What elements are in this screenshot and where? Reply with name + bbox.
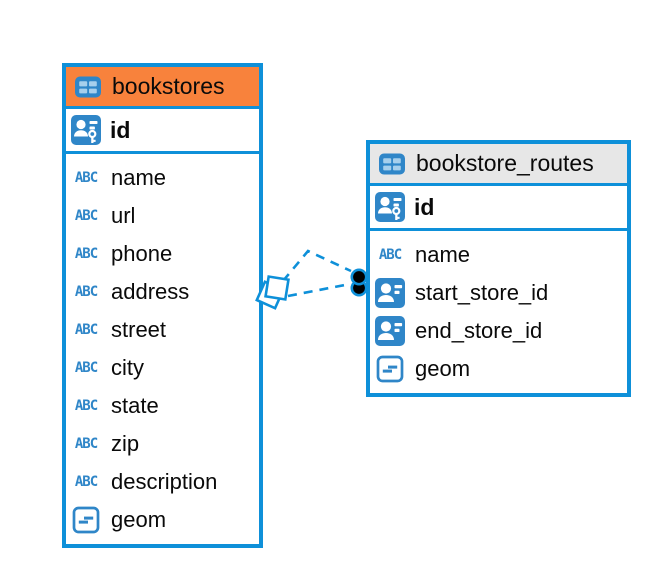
column-name: state	[111, 393, 159, 418]
column-row-start-store-id[interactable]: start_store_id	[375, 274, 622, 312]
text-type-icon: ABC	[74, 360, 98, 376]
reference-type-icon	[375, 278, 405, 308]
text-type-icon: ABC	[74, 246, 98, 262]
column-name: id	[414, 193, 435, 220]
geometry-type-icon	[375, 355, 405, 383]
column-row-phone[interactable]: ABC phone	[71, 235, 254, 273]
table-bookstore-routes[interactable]: bookstore_routes id ABC name start_store…	[366, 140, 631, 397]
geometry-type-icon	[71, 506, 101, 534]
table-title: bookstores	[112, 73, 225, 99]
primary-key-section: id	[370, 186, 627, 231]
column-row-id[interactable]: id	[71, 115, 254, 145]
text-type-icon: ABC	[74, 436, 98, 452]
column-name: street	[111, 317, 167, 342]
column-name: end_store_id	[415, 318, 543, 343]
columns-section: ABC name start_store_id end_store_id ge	[370, 231, 627, 393]
primary-key-icon	[71, 115, 101, 145]
column-row-address[interactable]: ABC address	[71, 273, 254, 311]
primary-key-icon	[375, 192, 405, 222]
text-type-icon: ABC	[74, 398, 98, 414]
column-row-url[interactable]: ABC url	[71, 197, 254, 235]
column-row-name[interactable]: ABC name	[375, 236, 622, 274]
text-type-icon: ABC	[74, 284, 98, 300]
relationship-dot-endpoint	[350, 268, 368, 286]
column-row-description[interactable]: ABC description	[71, 463, 254, 501]
text-type-icon: ABC	[74, 474, 98, 490]
table-title: bookstore_routes	[416, 150, 594, 176]
column-name: name	[415, 242, 471, 267]
column-name: description	[111, 469, 218, 494]
column-name: phone	[111, 241, 173, 266]
column-row-zip[interactable]: ABC zip	[71, 425, 254, 463]
column-name: geom	[415, 356, 471, 381]
text-type-icon: ABC	[74, 322, 98, 338]
relationship-dot-endpoint	[350, 279, 368, 297]
relationship-line[interactable]	[282, 249, 352, 282]
table-bookstores[interactable]: bookstores id ABC name ABC url ABC phone	[62, 63, 263, 548]
column-name: address	[111, 279, 190, 304]
table-header-bookstores[interactable]: bookstores	[66, 67, 259, 109]
column-row-end-store-id[interactable]: end_store_id	[375, 312, 622, 350]
column-row-id[interactable]: id	[375, 192, 622, 222]
column-row-name[interactable]: ABC name	[71, 159, 254, 197]
relationship-line[interactable]	[287, 282, 351, 298]
text-type-icon: ABC	[74, 208, 98, 224]
column-name: city	[111, 355, 144, 380]
column-name: id	[110, 116, 131, 143]
table-header-bookstore-routes[interactable]: bookstore_routes	[370, 144, 627, 186]
column-row-geom[interactable]: geom	[375, 350, 622, 388]
columns-section: ABC name ABC url ABC phone ABC address A…	[66, 154, 259, 544]
column-name: zip	[111, 431, 140, 456]
column-row-city[interactable]: ABC city	[71, 349, 254, 387]
column-name: start_store_id	[415, 280, 549, 305]
column-row-state[interactable]: ABC state	[71, 387, 254, 425]
table-icon	[377, 150, 407, 178]
column-row-street[interactable]: ABC street	[71, 311, 254, 349]
text-type-icon: ABC	[378, 247, 402, 263]
column-name: url	[111, 203, 136, 228]
column-name: name	[111, 165, 167, 190]
reference-type-icon	[375, 316, 405, 346]
text-type-icon: ABC	[74, 170, 98, 186]
column-row-geom[interactable]: geom	[71, 501, 254, 539]
column-name: geom	[111, 507, 167, 532]
table-icon	[73, 73, 103, 101]
primary-key-section: id	[66, 109, 259, 154]
